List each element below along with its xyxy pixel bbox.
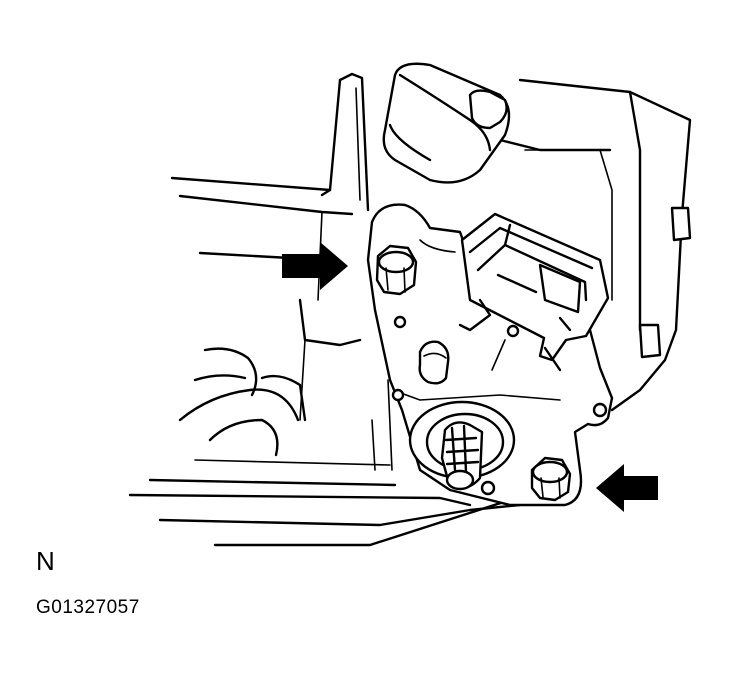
lower-bolt [530,456,572,502]
figure-id: G01327057 [36,597,140,618]
manual-valve-shaft [408,400,516,491]
view-label: N [36,546,55,576]
lower-bolt-arrow [596,464,658,512]
upper-bolt-arrow [282,242,348,290]
transmission-case [128,72,692,547]
upper-shaft-block [382,62,511,184]
upper-bolt [375,244,418,296]
switch-connector [458,212,610,372]
